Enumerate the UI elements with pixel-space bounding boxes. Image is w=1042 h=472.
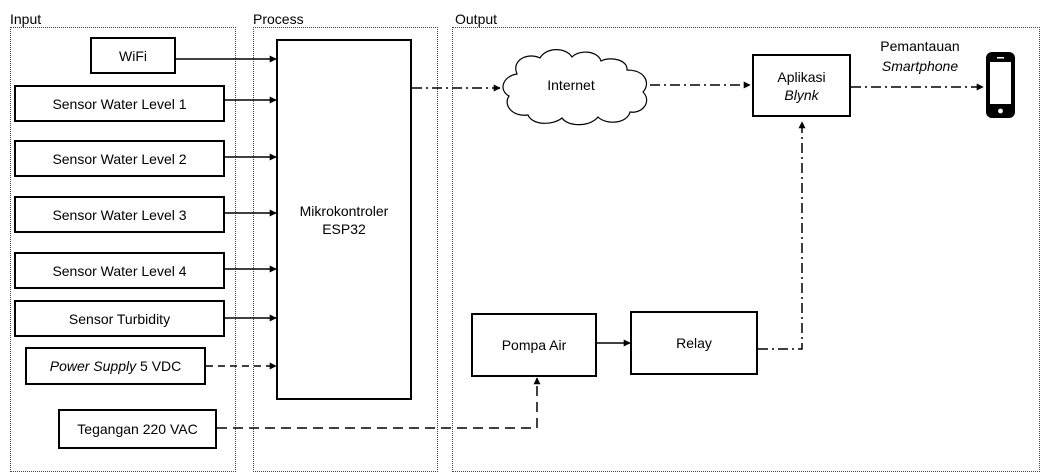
relay-label: Relay	[676, 335, 712, 351]
sensor-water-level-4-box: Sensor Water Level 4	[14, 252, 225, 289]
sensor-water-level-1-box: Sensor Water Level 1	[14, 85, 225, 122]
relay-to-aplikasi-line	[758, 121, 806, 350]
sensor-water-level-2-label: Sensor Water Level 2	[52, 150, 187, 167]
relay-box: Relay	[630, 311, 758, 375]
aplikasi-blynk-box: Aplikasi Blynk	[752, 54, 851, 117]
sensor-turbidity-label: Sensor Turbidity	[68, 310, 171, 327]
power-supply-italic-text: Power Supply	[49, 358, 137, 374]
wifi-label: WiFi	[119, 47, 147, 64]
microcontroller-box: Mikrokontroler ESP32	[276, 39, 412, 400]
sensor-water-level-2-box: Sensor Water Level 2	[14, 140, 225, 177]
tegangan-box: Tegangan 220 VAC	[58, 409, 217, 449]
pemantauan-smartphone-label: Pemantauan Smartphone	[862, 36, 978, 76]
sensor-water-level-4-label: Sensor Water Level 4	[52, 262, 187, 279]
sensor-water-level-3-label: Sensor Water Level 3	[52, 206, 187, 223]
output-section-label: Output	[455, 11, 498, 27]
microcontroller-name-label: Mikrokontroler	[299, 202, 389, 219]
pemantauan-text: Pemantauan	[880, 38, 960, 54]
process-section-label: Process	[253, 11, 304, 27]
cloud-icon	[502, 49, 648, 126]
pompa-air-box: Pompa Air	[471, 313, 597, 377]
sensor-turbidity-box: Sensor Turbidity	[14, 300, 225, 337]
smartphone-italic-text: Smartphone	[881, 58, 959, 74]
power-supply-voltage-text: 5 VDC	[136, 358, 182, 374]
sensor-water-level-3-box: Sensor Water Level 3	[14, 196, 225, 233]
microcontroller-model-label: ESP32	[322, 220, 366, 237]
blynk-label: Blynk	[784, 86, 819, 103]
wifi-box: WiFi	[90, 37, 176, 74]
pompa-air-label: Pompa Air	[501, 337, 567, 353]
sensor-water-level-1-label: Sensor Water Level 1	[52, 95, 187, 112]
aplikasi-label: Aplikasi	[777, 68, 826, 85]
smartphone-icon	[986, 52, 1015, 118]
smartphone-text: Smartphone	[862, 56, 978, 76]
power-supply-box: Power Supply 5 VDC	[25, 347, 206, 385]
tegangan-label: Tegangan 220 VAC	[77, 421, 198, 437]
tegangan-to-pompa-line	[217, 377, 541, 429]
internet-label: Internet	[547, 77, 595, 93]
input-section-label: Input	[10, 11, 42, 27]
power-supply-label: Power Supply 5 VDC	[50, 357, 182, 375]
